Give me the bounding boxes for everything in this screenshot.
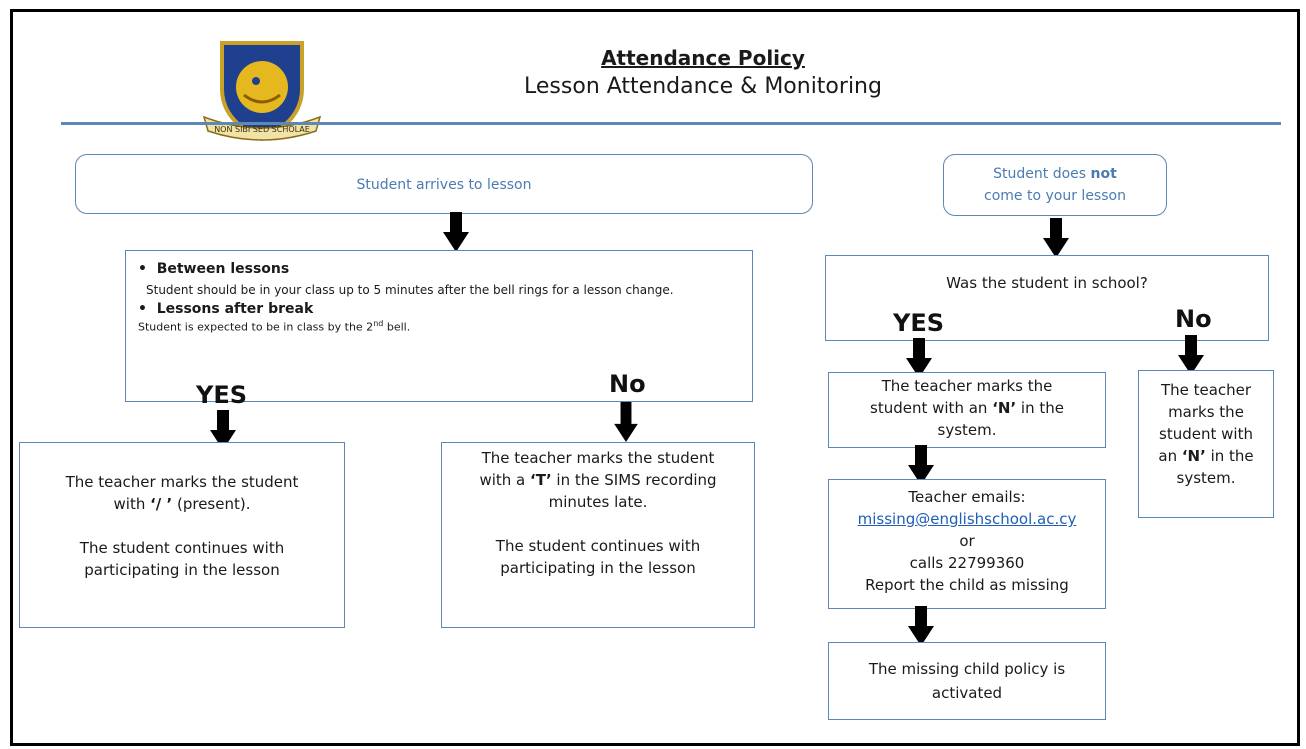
mark-n-no-line-3: student with <box>1159 425 1253 443</box>
down-arrow-icon <box>443 212 469 252</box>
absent-line-1: Student does not <box>993 166 1117 182</box>
school-crest-logo: NON SIBI SED SCHOLAE <box>202 41 322 142</box>
start-box-absent: Student does not come to your lesson <box>943 154 1167 216</box>
down-arrow-icon <box>1178 335 1204 375</box>
mark-n-box-no: The teacher marks the student with an ‘N… <box>1138 370 1274 518</box>
down-arrow-icon <box>908 606 934 646</box>
rule-between-heading: • Between lessons <box>138 261 290 277</box>
present-line-1: The teacher marks the student <box>65 473 299 491</box>
rule-after-break-heading: • Lessons after break <box>138 301 314 317</box>
down-arrow-icon <box>614 402 638 442</box>
start-arrives-text: Student arrives to lesson <box>356 177 532 193</box>
final-line-1: The missing child policy is <box>868 660 1066 678</box>
present-line-2: with ‘/ ’ (present). <box>113 495 251 513</box>
down-arrow-icon <box>1043 218 1069 258</box>
down-arrow-icon <box>906 338 932 378</box>
mark-n-line-1: The teacher marks the <box>881 377 1053 395</box>
mark-n-no-line-4: an ‘N’ in the <box>1158 447 1254 465</box>
present-line-3: The student continues with <box>79 539 285 557</box>
mark-n-line-3: system. <box>937 421 997 439</box>
final-box: The missing child policy is activated <box>828 642 1106 720</box>
mark-n-line-2: student with an ‘N’ in the <box>870 399 1064 417</box>
late-line-1: The teacher marks the student <box>481 449 715 467</box>
no-label-right: No <box>1175 305 1212 333</box>
yes-label-left: YES <box>196 381 248 409</box>
question-box: Was the student in school? <box>825 255 1269 341</box>
late-line-4: The student continues with <box>495 537 701 555</box>
late-line-2: with a ‘T’ in the SIMS recording <box>479 471 717 489</box>
question-text: Was the student in school? <box>946 274 1148 292</box>
mark-n-box: The teacher marks the student with an ‘N… <box>828 372 1106 448</box>
mark-n-no-line-2: marks the <box>1168 403 1244 421</box>
page-subtitle: Lesson Attendance & Monitoring <box>524 74 882 99</box>
yes-label-right: YES <box>893 309 945 337</box>
rule-between-text: Student should be in your class up to 5 … <box>146 283 674 297</box>
report-line-1: Teacher emails: <box>908 488 1026 506</box>
start-box-arrives: Student arrives to lesson <box>75 154 813 214</box>
page-title: Attendance Policy <box>601 46 805 70</box>
rule-after-break-text: Student is expected to be in class by th… <box>138 319 411 334</box>
down-arrow-icon <box>908 445 934 485</box>
no-label-left: No <box>609 370 646 398</box>
late-box: The teacher marks the student with a ‘T’… <box>441 442 755 628</box>
final-line-2: activated <box>931 684 1003 702</box>
present-line-4: participating in the lesson <box>84 561 280 579</box>
report-line-4: calls 22799360 <box>909 554 1025 572</box>
logo-motto: NON SIBI SED SCHOLAE <box>214 125 310 134</box>
email-link[interactable]: missing@englishschool.ac.cy <box>857 510 1077 528</box>
absent-line-2: come to your lesson <box>984 188 1126 204</box>
present-box: The teacher marks the student with ‘/ ’ … <box>19 442 345 628</box>
report-box: Teacher emails: missing@englishschool.ac… <box>828 479 1106 609</box>
mark-n-no-line-1: The teacher <box>1160 381 1252 399</box>
down-arrow-icon <box>210 410 236 450</box>
report-email-link[interactable]: missing@englishschool.ac.cy <box>829 508 1105 530</box>
rules-box: • Between lessons Student should be in y… <box>125 250 753 402</box>
report-line-3: or <box>959 532 975 550</box>
diagram-frame: NON SIBI SED SCHOLAE Attendance Policy L… <box>10 9 1300 746</box>
header-divider <box>61 122 1281 125</box>
report-line-5: Report the child as missing <box>865 576 1069 594</box>
mark-n-no-line-5: system. <box>1176 469 1236 487</box>
late-line-3: minutes late. <box>548 493 648 511</box>
late-line-5: participating in the lesson <box>500 559 696 577</box>
